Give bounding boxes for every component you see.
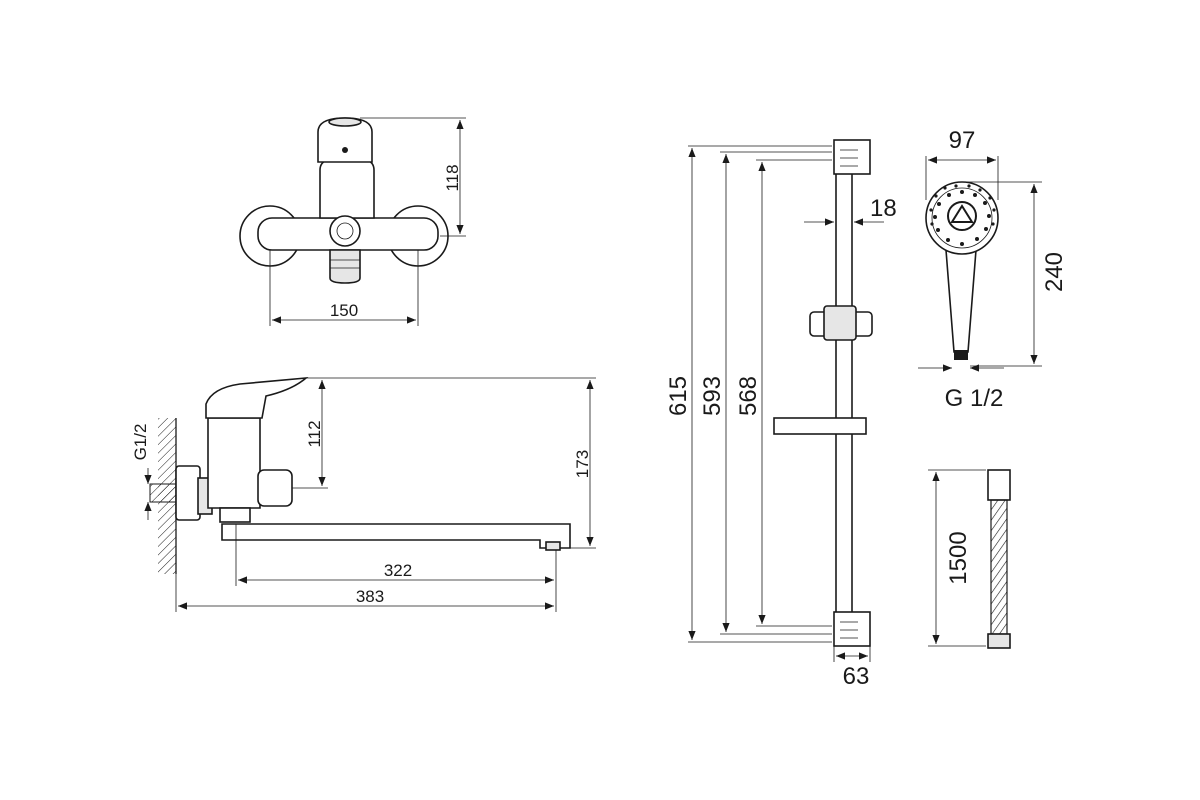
hose-body: [990, 499, 1008, 635]
mixer-body-column: [319, 159, 375, 219]
spout-tube: [221, 523, 571, 549]
spray-holes: [929, 184, 996, 246]
dim-label-173: 173: [573, 450, 592, 478]
soap-dish: [773, 417, 867, 435]
spray-selector-triangle: [950, 204, 974, 223]
dim-label-18: 18: [870, 195, 897, 222]
dim-label-118: 118: [443, 164, 462, 191]
dim-label-150: 150: [330, 301, 358, 320]
mixer-front-view: 118 150: [239, 117, 466, 326]
lever-cap: [328, 117, 362, 127]
hand-shower-view: 97 240 G 1/2: [918, 127, 1068, 412]
dim-label-593: 593: [699, 376, 726, 416]
mixer-side-view: G1/2 112 173 322 383: [131, 376, 596, 612]
rail-bar: [835, 169, 853, 615]
dim-label-112: 112: [305, 420, 324, 447]
diverter-knob: [329, 215, 361, 247]
hose-view: 1500: [928, 469, 1011, 649]
dim-label-97: 97: [949, 127, 976, 154]
dim-label-63: 63: [843, 663, 870, 690]
top-bracket: [833, 139, 871, 175]
slide-rail-view: 615 593 568 18 63: [665, 139, 897, 690]
bottom-bracket: [833, 611, 871, 647]
dim-label-322: 322: [384, 561, 412, 580]
spout-connector: [219, 507, 251, 523]
hose-bottom-nut: [987, 633, 1011, 649]
shower-handle: [945, 249, 977, 353]
dim-label-1500: 1500: [945, 531, 972, 584]
dim-label-383: 383: [356, 587, 384, 606]
spout-outlet-front: [329, 249, 361, 284]
thread-label-g12: G1/2: [131, 424, 150, 461]
aerator: [545, 541, 561, 551]
dim-label-568: 568: [735, 376, 762, 416]
side-diverter-cap: [257, 469, 293, 507]
shower-thread-g12: [954, 350, 968, 360]
dim-label-615: 615: [665, 376, 692, 416]
wall-thread-g12: [149, 483, 179, 503]
side-body: [207, 417, 261, 509]
hose-top-nut: [987, 469, 1011, 501]
side-lever: [205, 376, 309, 419]
side-flange: [175, 465, 201, 521]
dim-label-240: 240: [1041, 252, 1068, 292]
diverter-knob-core: [336, 222, 354, 240]
thread-label-g-1-2: G 1/2: [945, 385, 1004, 412]
lever-indicator-dot: [342, 147, 348, 153]
